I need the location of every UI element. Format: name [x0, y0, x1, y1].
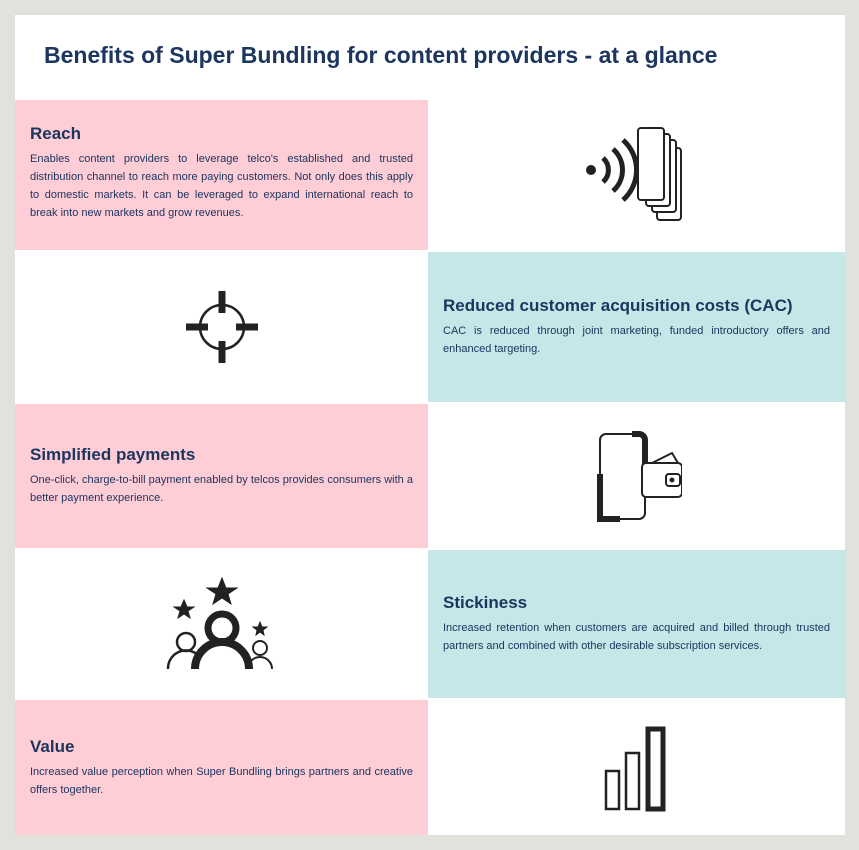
benefit-text: One-click, charge-to-bill payment enable…: [30, 474, 413, 504]
bar-chart-icon: [428, 700, 845, 835]
benefit-value: Value Increased value perception when Su…: [15, 700, 428, 835]
users-stars-icon: [15, 550, 428, 698]
benefit-heading: Reach: [30, 124, 82, 143]
benefit-heading: Reduced customer acquisition costs (CAC): [443, 296, 793, 315]
benefit-text: Increased value perception when Super Bu…: [30, 765, 413, 796]
benefit-reach: Reach Enables content providers to lever…: [15, 100, 428, 250]
page-title: Benefits of Super Bundling for content p…: [44, 42, 718, 68]
benefit-text: Enables content providers to leverage te…: [30, 153, 413, 219]
benefit-stickiness: Stickiness Increased retention when cust…: [428, 550, 845, 698]
benefit-heading: Stickiness: [443, 593, 528, 612]
phone-wallet-icon: [428, 404, 845, 548]
wireless-phones-icon: [428, 100, 845, 250]
target-crosshair-icon: [15, 252, 428, 402]
benefit-heading: Simplified payments: [30, 445, 196, 464]
benefit-text: Increased retention when customers are a…: [443, 622, 830, 652]
benefit-heading: Value: [30, 736, 75, 756]
benefit-simplified-payments: Simplified payments One-click, charge-to…: [15, 404, 428, 548]
benefit-cac: Reduced customer acquisition costs (CAC)…: [428, 252, 845, 402]
benefit-text: CAC is reduced through joint marketing, …: [443, 325, 830, 355]
